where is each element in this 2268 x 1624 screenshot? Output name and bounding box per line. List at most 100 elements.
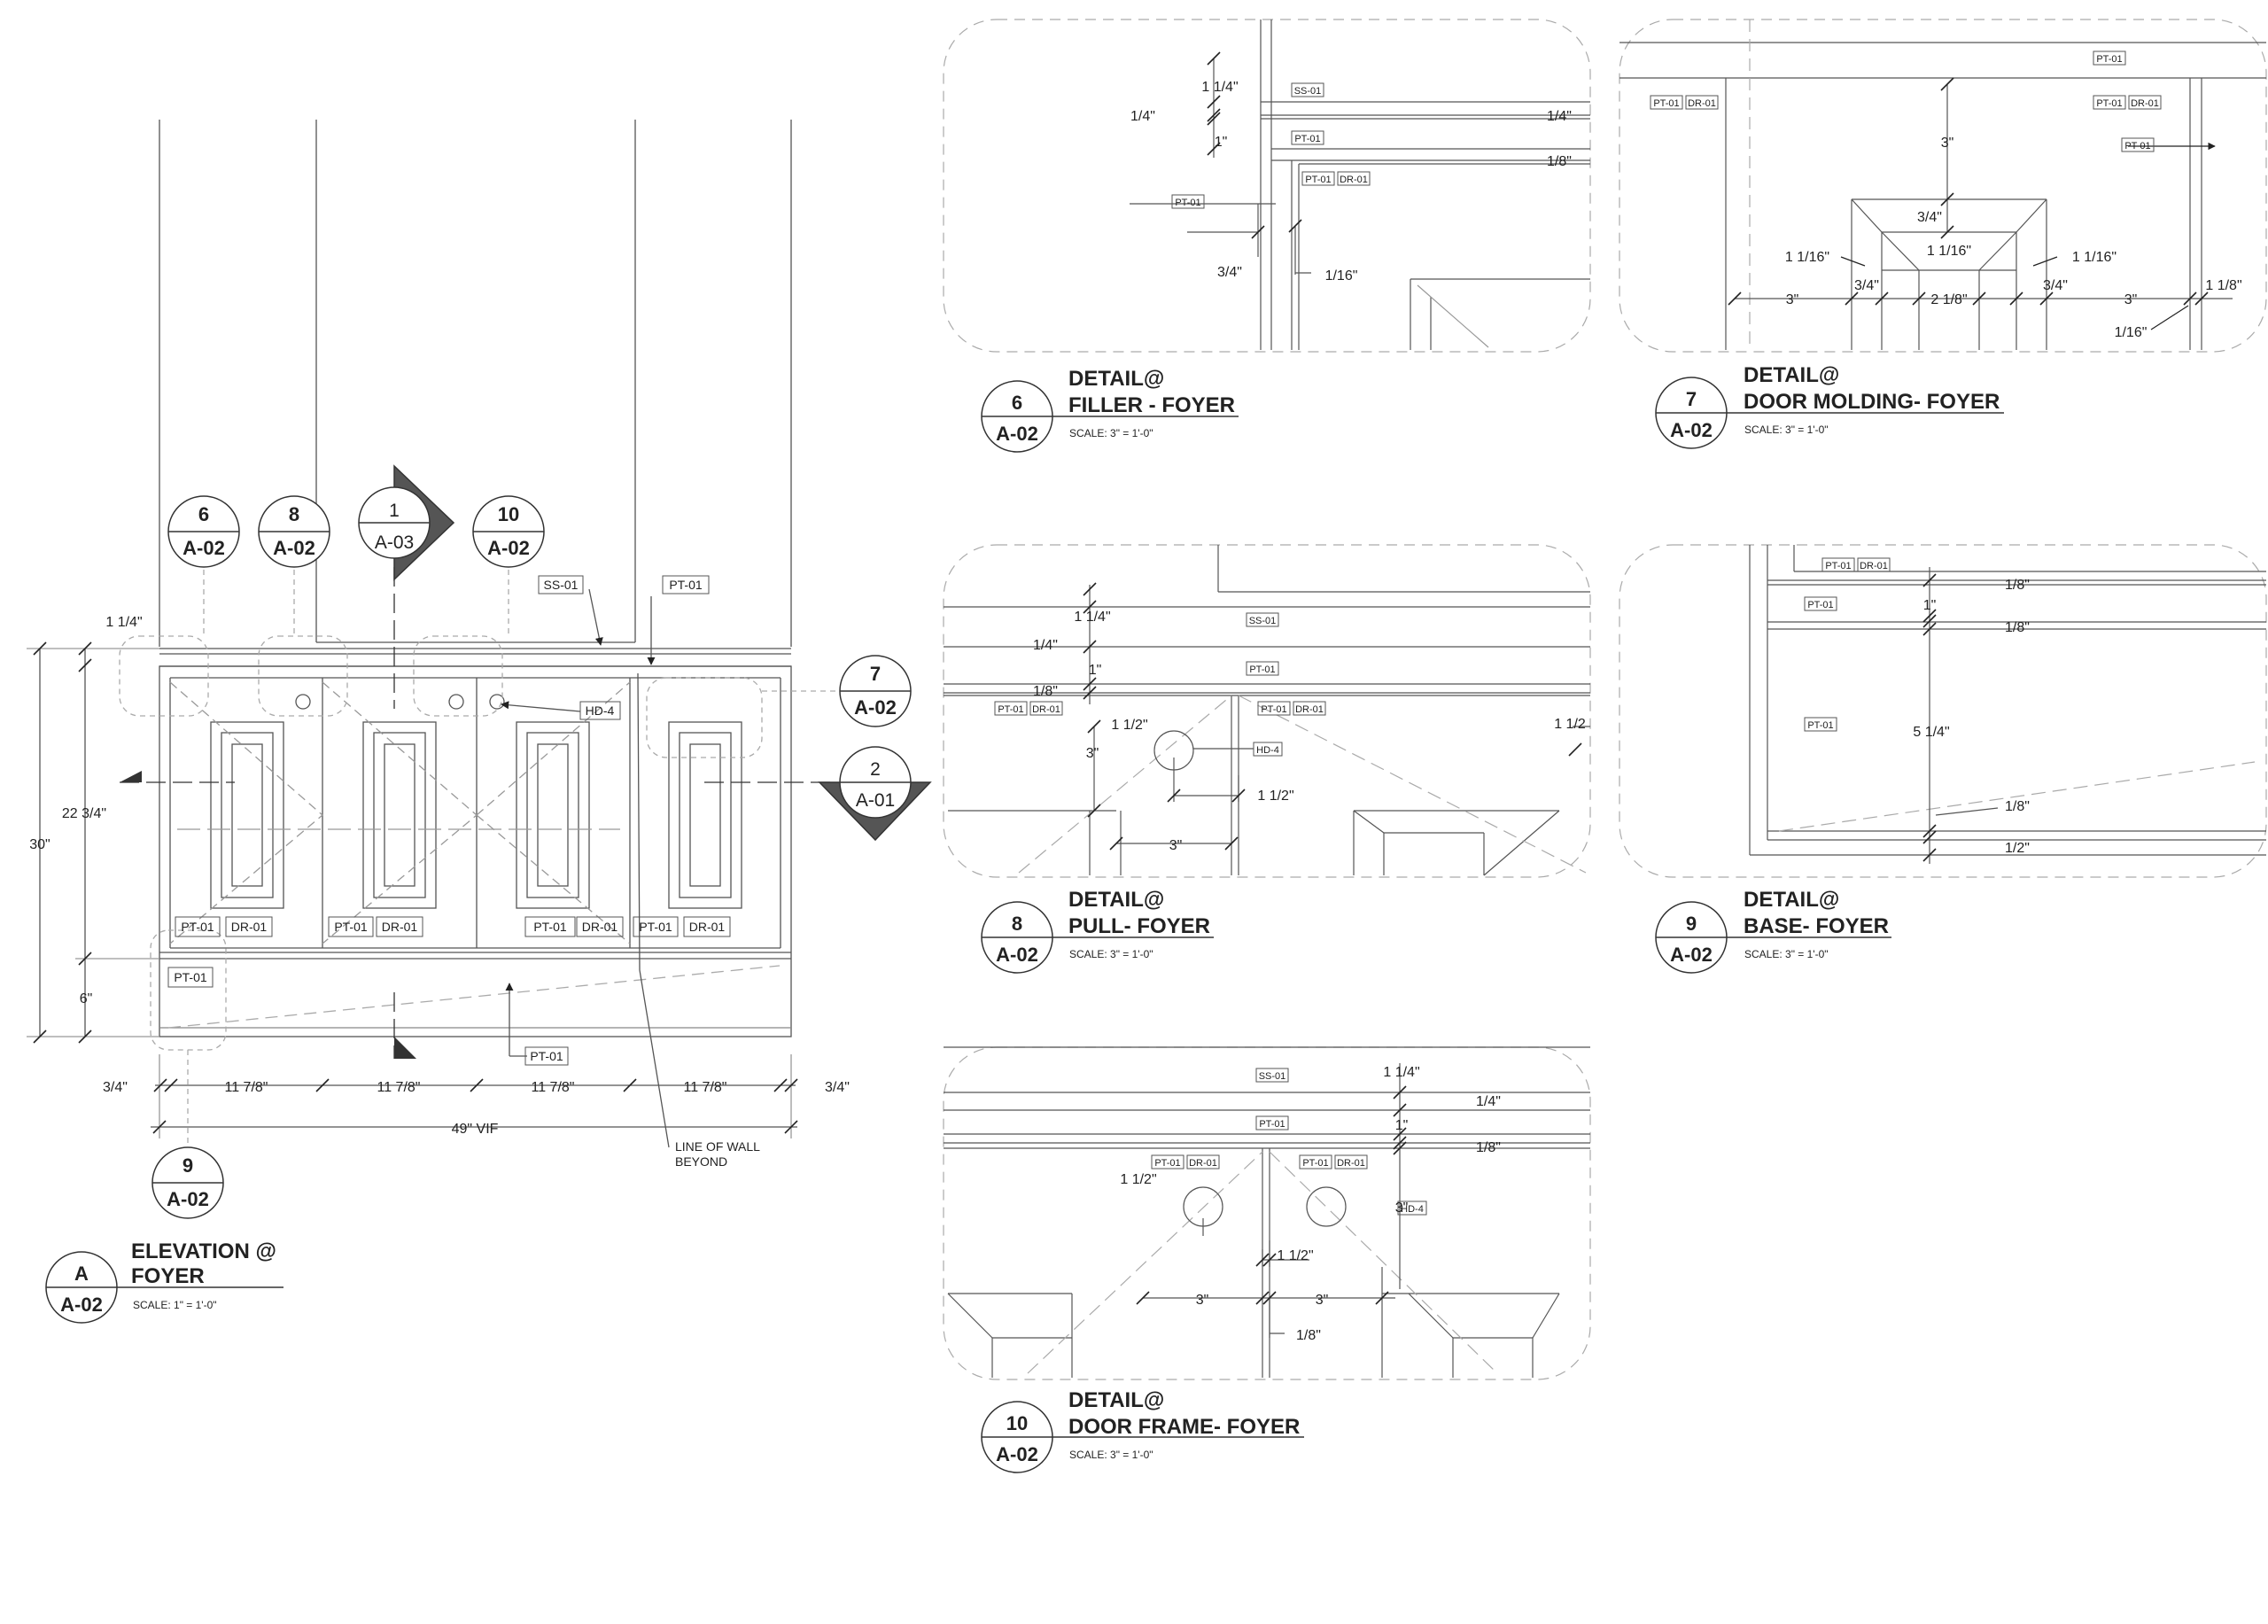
dim-overall-width: 49" VIF [452,1122,499,1137]
callout-8-sheet: A-02 [273,537,315,559]
d10-tag-2: PT-01 [1259,1119,1285,1130]
tag-pt-b: PT-01 [334,920,368,934]
d10-tag-1: SS-01 [1259,1071,1286,1082]
d9-title-1: DETAIL@ [1744,888,1839,912]
dim-base-height: 6" [80,991,93,1006]
d7-scale: SCALE: 3" = 1'-0" [1744,423,1829,436]
d6-tag-5: PT-01 [1175,198,1200,208]
d6-title-1: DETAIL@ [1068,367,1164,391]
d10-title-1: DETAIL@ [1068,1388,1164,1412]
d7-title-1: DETAIL@ [1744,363,1839,387]
d8-scale: SCALE: 3" = 1'-0" [1069,948,1153,960]
d7-dim-3: 1 1/16" [1785,250,1829,265]
d8-dim-2: 1/4" [1033,638,1058,653]
dim-upper-height: 22 3/4" [62,806,106,821]
d9-dim-5: 1/8" [2005,799,2030,814]
d6-tag-1: SS-01 [1294,86,1322,97]
section-flag-left [120,771,142,782]
tag-dr-c: DR-01 [582,920,618,934]
d7-bubble-sheet: A-02 [1670,419,1713,441]
d7-dim-7: 3/4" [1854,278,1879,293]
d9-dim-6: 1/2" [2005,841,2030,856]
d7-dim-5: 1 1/16" [2072,250,2117,265]
d6-dim-7: 1/16" [1325,268,1358,284]
d8-tag-2: PT-01 [1249,664,1275,675]
d10-dim-1: 1 1/4" [1383,1065,1419,1080]
callout-6-sheet: A-02 [183,537,225,559]
d10-dim-2: 1/4" [1476,1094,1501,1109]
note-line-of-wall-2: BEYOND [675,1154,727,1169]
d10-tag-3: PT-01 [1154,1158,1180,1169]
dim-door3: 11 7/8" [532,1080,575,1095]
d6-dim-3: 1" [1215,135,1228,150]
d6-dim-1: 1 1/4" [1201,80,1238,95]
dim-door1: 11 7/8" [225,1080,268,1095]
d7-dim-4: 1 1/16" [1927,244,1971,259]
detail-10-tags [1151,1068,1427,1216]
d8-tag-6: DR-01 [1295,704,1324,715]
d10-dim-5: 1 1/2" [1120,1172,1156,1187]
dim-end-left: 3/4" [103,1080,128,1095]
detail-10-drawing [943,1046,1591,1380]
d8-dim-1: 1 1/4" [1074,610,1110,625]
tag-pt01-top: PT-01 [669,578,703,592]
d10-dim-7: 1 1/2" [1277,1248,1313,1263]
d6-dim-5: 1/8" [1547,154,1572,169]
dim-end-right: 3/4" [825,1080,850,1095]
d6-bubble-number: 6 [1012,392,1022,414]
tag-pt-d: PT-01 [639,920,672,934]
elevation-title-line2: FOYER [131,1264,205,1288]
d7-dim-9: 3/4" [2043,278,2068,293]
d8-dim-9: 1 1/2 [1554,717,1586,732]
elevation-scale: SCALE: 1" = 1'-0" [133,1299,217,1311]
tag-hd4: HD-4 [586,703,615,718]
tag-pt01-base: PT-01 [174,970,207,984]
callout-10-sheet: A-02 [487,537,530,559]
callout-2-sheet: A-01 [856,790,895,811]
elevation-tags [167,575,731,1066]
d8-tag-4: DR-01 [1032,704,1060,715]
elevation-title-line1: ELEVATION @ [131,1239,276,1263]
d10-dim-9: 3" [1316,1293,1329,1308]
dim-top-offset: 1 1/4" [105,615,142,630]
d8-bubble-sheet: A-02 [996,944,1038,966]
d10-tag-7: HD-4 [1401,1204,1424,1215]
d7-tag-4: PT-01 [2096,98,2122,109]
d6-tag-2: PT-01 [1294,134,1320,144]
detail-9-tags [1804,557,1891,732]
d9-title-2: BASE- FOYER [1744,914,1889,938]
d10-tag-5: PT-01 [1302,1158,1328,1169]
detail-title-bubbles [981,377,2004,1473]
d10-title-2: DOOR FRAME- FOYER [1068,1415,1300,1439]
d6-scale: SCALE: 3" = 1'-0" [1069,427,1153,439]
tag-pt-a: PT-01 [181,920,214,934]
d9-dim-1: 1/8" [2005,578,2030,593]
d8-tag-7: HD-4 [1256,745,1279,756]
d10-tag-4: DR-01 [1189,1158,1217,1169]
d7-tag-2: PT-01 [1653,98,1679,109]
callout-7-number: 7 [870,663,881,685]
d10-dim-6: 3" [1395,1201,1409,1216]
d9-tag-3: PT-01 [1807,600,1833,610]
d9-bubble-number: 9 [1686,913,1697,935]
d9-bubble-sheet: A-02 [1670,944,1713,966]
d9-tag-1: PT-01 [1825,561,1851,571]
section-flag-bottom [394,1037,416,1059]
d7-dim-12: 1/16" [2115,325,2148,340]
elevation-bubble-sheet: A-02 [60,1294,103,1316]
d7-dim-11: 1 1/8" [2205,278,2241,293]
elevation-bubble-letter: A [74,1263,89,1285]
detail-8-drawing [943,544,1591,878]
detail-8-tags [994,612,1326,757]
callout-8-number: 8 [289,503,299,525]
d9-scale: SCALE: 3" = 1'-0" [1744,948,1829,960]
detail-7-drawing [1619,19,2267,353]
d6-bubble-sheet: A-02 [996,423,1038,445]
d8-dim-7: 1 1/2" [1257,789,1293,804]
detail-6-tags [1171,82,1371,209]
d7-bubble-number: 7 [1686,388,1697,410]
d9-tag-4: PT-01 [1807,720,1833,731]
d8-dim-6: 3" [1086,746,1099,761]
tag-pt01-bottom: PT-01 [530,1049,563,1063]
d6-dim-2: 1/4" [1130,109,1155,124]
